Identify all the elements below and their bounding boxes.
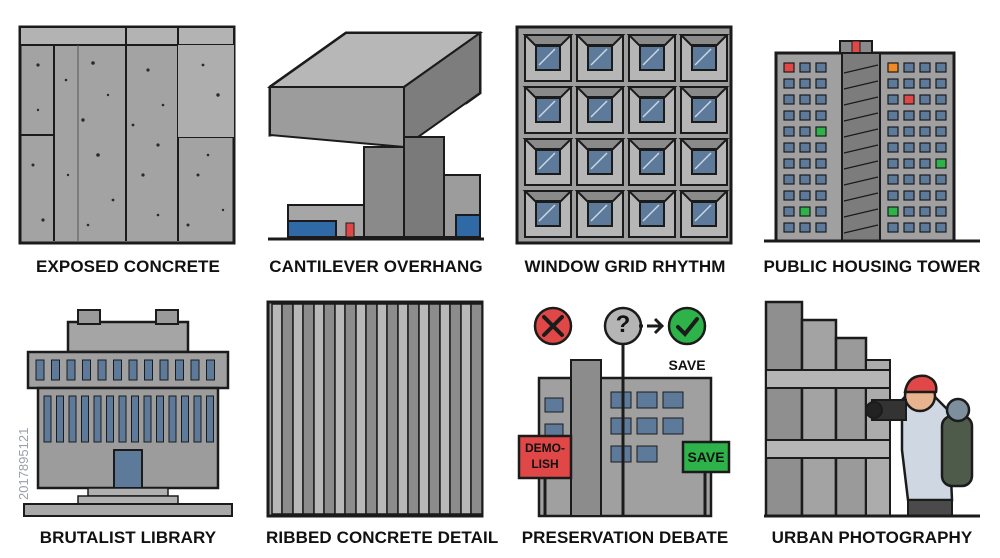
tile-caption: PUBLIC HOUSING TOWER	[763, 257, 981, 276]
housing-tower-icon	[764, 40, 980, 243]
concrete-slab-icon	[18, 25, 236, 245]
save-sign-label: SAVE	[687, 449, 725, 465]
tile-preservation-debate: ? SAVE DEMO- LISH SAVE PRESERVATION DEBA…	[515, 300, 735, 558]
cantilever-building-icon	[266, 31, 484, 241]
tile-caption: WINDOW GRID RHYTHM	[524, 257, 726, 276]
question-mark-label: ?	[615, 311, 631, 338]
photographer-icon	[764, 300, 980, 518]
ribbed-concrete-icon	[266, 300, 484, 518]
tile-urban-photography: URBAN PHOTOGRAPHY	[762, 300, 982, 558]
demolish-line-1: DEMO-	[525, 441, 565, 455]
tile-caption: URBAN PHOTOGRAPHY	[771, 528, 973, 547]
tile-caption: CANTILEVER OVERHANG	[269, 257, 483, 276]
preservation-debate-icon	[517, 306, 731, 518]
tile-window-grid-rhythm: WINDOW GRID RHYTHM	[515, 25, 735, 287]
watermark-text: 2017895121	[16, 427, 31, 500]
tile-cantilever-overhang: CANTILEVER OVERHANG	[266, 25, 486, 287]
save-label-top: SAVE	[668, 357, 706, 373]
tile-exposed-concrete: EXPOSED CONCRETE	[18, 25, 238, 287]
tile-brutalist-library: BRUTALIST LIBRARY	[18, 300, 238, 558]
tile-caption: RIBBED CONCRETE DETAIL	[266, 528, 499, 547]
tile-caption: EXPOSED CONCRETE	[36, 257, 220, 276]
window-grid-icon	[515, 25, 733, 245]
watermark-id: 2017895121	[2, 300, 31, 510]
demolish-line-2: LISH	[531, 457, 559, 471]
tile-ribbed-concrete-detail: RIBBED CONCRETE DETAIL	[266, 300, 499, 558]
tile-caption: PRESERVATION DEBATE	[521, 528, 729, 547]
tile-public-housing-tower: PUBLIC HOUSING TOWER	[762, 25, 982, 287]
approve-icon	[667, 306, 707, 346]
library-building-icon	[23, 309, 233, 517]
demolish-sign-label: DEMO- LISH	[521, 440, 569, 472]
tile-caption: BRUTALIST LIBRARY	[39, 528, 217, 547]
